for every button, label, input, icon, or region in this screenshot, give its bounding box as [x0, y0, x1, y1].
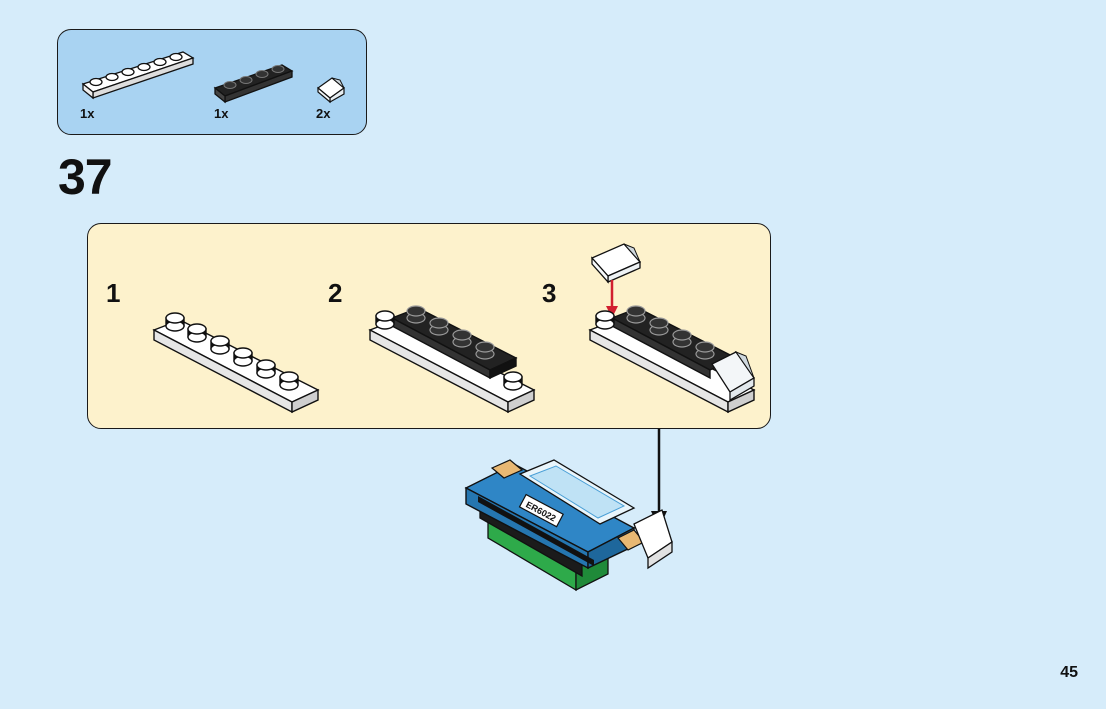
page-number: 45 [1060, 664, 1078, 681]
model-illustration: ER6022 [464, 459, 673, 592]
substep-number: 1 [106, 278, 121, 308]
quantity-label: 1x [80, 106, 95, 121]
transparent-slope-icon [317, 77, 345, 104]
slope-attach-illustration [588, 243, 756, 414]
quantity-label: 1x [214, 106, 229, 121]
substep-number: 2 [328, 278, 343, 308]
substep-box: 1 2 3 [87, 223, 771, 429]
black-plate-1x4-icon [213, 64, 294, 104]
substep-number: 3 [542, 278, 557, 308]
white-plate-1x6-icon [81, 51, 195, 100]
step-number: 37 [58, 149, 113, 205]
white-plate-illustration [152, 312, 320, 414]
plate-stack-illustration [368, 305, 536, 414]
parts-list-box: 1x 1x 2x [57, 29, 367, 135]
quantity-label: 2x [316, 106, 331, 121]
